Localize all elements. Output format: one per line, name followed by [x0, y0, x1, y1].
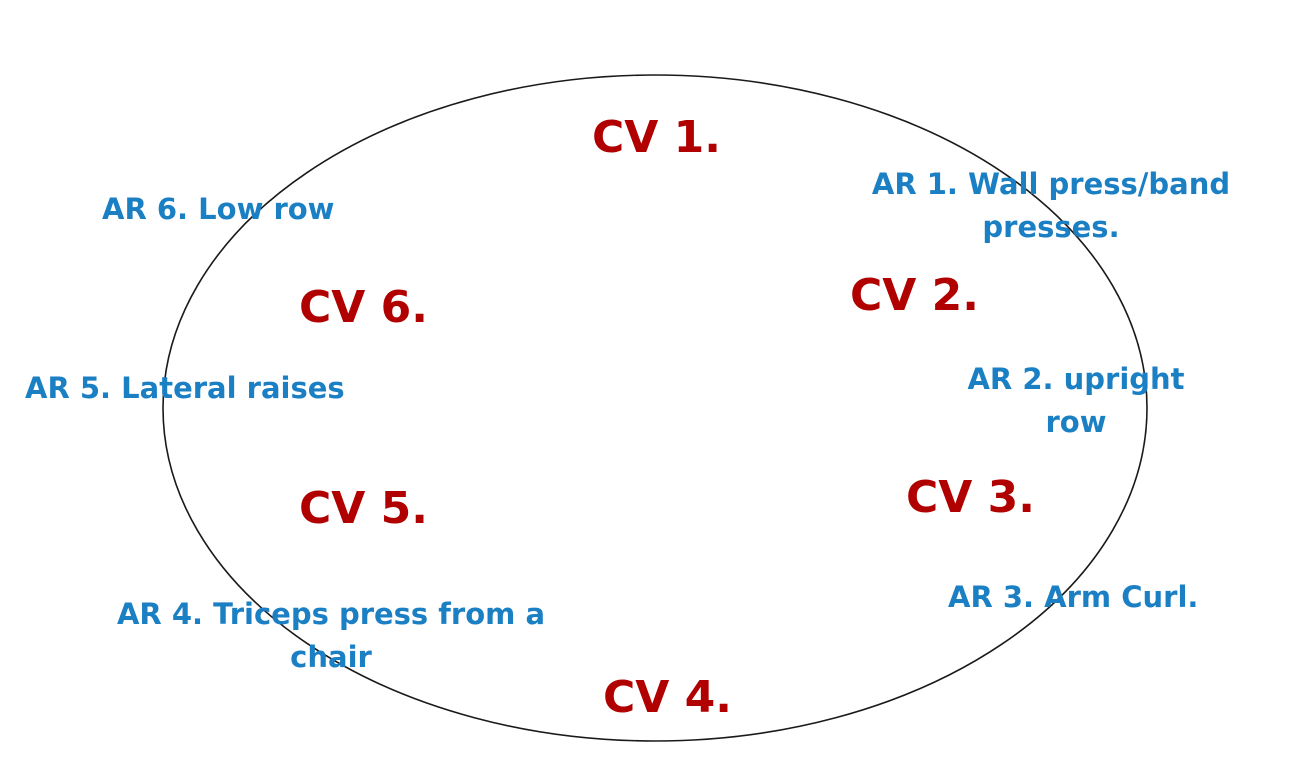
ar-station-5: AR 5. Lateral raises — [25, 367, 345, 410]
ar-station-2: AR 2. upright row — [951, 358, 1201, 444]
cv-station-4: CV 4. — [603, 672, 732, 723]
ar-station-6-line-1: AR 6. Low row — [102, 192, 335, 226]
ar-station-3: AR 3. Arm Curl. — [948, 576, 1198, 619]
ar-station-2-line-1: AR 2. upright — [967, 362, 1185, 396]
ar-station-1-line-2: presses. — [982, 210, 1120, 244]
cv-station-1: CV 1. — [592, 112, 721, 163]
cv-station-3: CV 3. — [906, 472, 1035, 523]
ar-station-4: AR 4. Triceps press from a chair — [88, 593, 574, 679]
circuit-loop — [162, 74, 1148, 742]
ar-station-1-line-1: AR 1. Wall press/band — [871, 167, 1231, 201]
ar-station-3-line-1: AR 3. Arm Curl. — [948, 580, 1199, 614]
cv-station-6: CV 6. — [299, 282, 428, 333]
ar-station-5-line-1: AR 5. Lateral raises — [25, 371, 345, 405]
ar-station-6: AR 6. Low row — [102, 188, 334, 231]
cv-station-5: CV 5. — [299, 483, 428, 534]
ar-station-4-line-2: chair — [290, 640, 372, 674]
ar-station-2-line-2: row — [1045, 405, 1107, 439]
cv-station-2: CV 2. — [850, 270, 979, 321]
ar-station-1: AR 1. Wall press/band presses. — [846, 163, 1256, 249]
ar-station-4-line-1: AR 4. Triceps press from a — [116, 597, 546, 631]
